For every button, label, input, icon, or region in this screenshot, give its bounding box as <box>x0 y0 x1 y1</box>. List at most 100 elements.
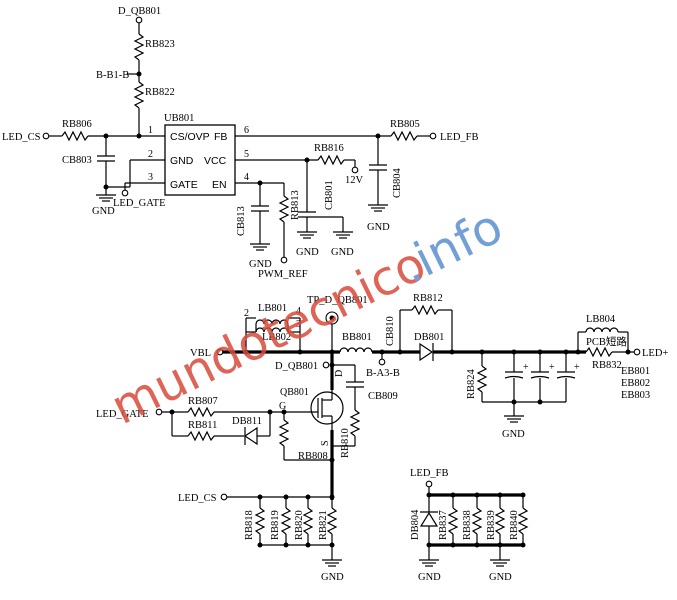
label-cb801: CB801 <box>324 180 335 210</box>
svg-text:4: 4 <box>296 306 301 317</box>
net-led-gate-small: LED_GATE <box>113 198 166 209</box>
label-lb801: LB801 <box>258 303 287 314</box>
label-qb801: QB801 <box>280 387 309 398</box>
label-pcb-short: PCB短路 <box>586 335 627 348</box>
resistor-rb810 <box>349 409 361 437</box>
net-gnd4: GND <box>367 222 390 233</box>
svg-text:2: 2 <box>244 308 249 319</box>
resistor-rb818 <box>254 507 266 535</box>
net-b-b1-b: B-B1-B <box>96 70 129 81</box>
net-led-plus: LED+ <box>642 348 668 359</box>
top-section: D_QB801 RB823 B-B1-B RB822 LED_CS RB806 … <box>2 6 479 280</box>
pin-name-gate: GATE <box>170 179 198 191</box>
mosfet-qb801 <box>310 391 344 425</box>
net-d-qb801-mid: D_QB801 <box>275 361 318 372</box>
label-rb807: RB807 <box>188 396 218 407</box>
terminal <box>378 358 386 366</box>
resistor-rb813 <box>278 195 290 223</box>
net-pwm-ref: PWM_REF <box>258 269 308 280</box>
svg-text:2: 2 <box>148 149 153 160</box>
terminal <box>42 132 50 140</box>
label-rb808: RB808 <box>298 451 328 462</box>
resistor-rb805 <box>390 130 418 142</box>
label-bb801: BB801 <box>342 332 372 343</box>
label-rb832: RB832 <box>592 360 622 371</box>
svg-text:6: 6 <box>244 125 249 136</box>
resistor-rb822 <box>133 81 145 109</box>
resistor-rb819 <box>280 507 292 535</box>
pin-name-vcc: VCC <box>204 155 227 167</box>
label-rb816: RB816 <box>314 143 344 154</box>
label-cb803: CB803 <box>62 155 92 166</box>
resistor-rb806 <box>61 130 89 142</box>
inductor-lb802 <box>255 327 289 333</box>
resistor-rb816 <box>317 154 345 166</box>
terminal <box>425 480 433 488</box>
resistor-rb807 <box>187 406 215 418</box>
label-lb804: LB804 <box>586 314 616 325</box>
label-rb818: RB818 <box>244 510 255 540</box>
watermark: mundotecnico .info <box>103 198 512 436</box>
label-eb803: EB803 <box>621 390 650 401</box>
svg-text:3: 3 <box>296 319 301 330</box>
bead-bb801 <box>339 347 373 353</box>
inductor-lb804 <box>585 327 619 333</box>
resistor-rb808 <box>278 419 290 447</box>
svg-text:3: 3 <box>148 172 153 183</box>
label-rb838: RB838 <box>462 510 473 540</box>
terminal <box>429 132 437 140</box>
resistor-rb811 <box>187 430 215 442</box>
label-rb806: RB806 <box>62 119 92 130</box>
diode-db804 <box>419 511 439 527</box>
terminal <box>135 16 143 24</box>
label-db801: DB801 <box>414 332 444 343</box>
label-rb821: RB821 <box>318 510 329 540</box>
label-rb810: RB810 <box>340 428 351 458</box>
watermark-suffix: .info <box>392 198 511 294</box>
terminal <box>216 348 224 356</box>
net-12v: 12V <box>345 175 364 186</box>
net-b-a3-b: B-A3-B <box>366 368 400 379</box>
terminal <box>633 348 641 356</box>
label-rb839: RB839 <box>486 510 497 540</box>
svg-text:4: 4 <box>244 172 249 183</box>
label-eb802: EB802 <box>621 378 650 389</box>
net-led-fb-top: LED_FB <box>440 132 479 143</box>
terminal <box>280 256 288 264</box>
terminal <box>220 493 228 501</box>
pin-name-gnd: GND <box>170 155 194 167</box>
label-cb813: CB813 <box>236 206 247 236</box>
inductor-lb801 <box>255 319 289 325</box>
resistor-rb832 <box>585 346 613 358</box>
label-rb805: RB805 <box>390 119 420 130</box>
label-rb822: RB822 <box>145 87 175 98</box>
net-led-gate: LED_GATE <box>96 409 149 420</box>
svg-text:5: 5 <box>244 149 249 160</box>
terminal <box>322 361 330 369</box>
resistor-rb824 <box>476 365 488 393</box>
resistor-rb840 <box>517 507 529 535</box>
diode-db811 <box>243 426 258 446</box>
net-gnd6: GND <box>321 572 344 583</box>
svg-text:D: D <box>334 370 345 377</box>
net-led-cs-bottom: LED_CS <box>178 493 217 504</box>
svg-text:G: G <box>279 401 286 412</box>
diode-db801 <box>419 342 434 362</box>
label-rb823: RB823 <box>145 39 175 50</box>
net-gnd2: GND <box>296 247 319 258</box>
label-rb840: RB840 <box>509 510 520 540</box>
label-rb813: RB813 <box>290 190 301 220</box>
label-rb820: RB820 <box>294 510 305 540</box>
label-rb819: RB819 <box>270 510 281 540</box>
svg-text:1: 1 <box>148 125 153 136</box>
terminal <box>351 166 359 174</box>
pin-name-fb: FB <box>214 131 227 143</box>
label-db811: DB811 <box>232 416 262 427</box>
label-db804: DB804 <box>410 509 421 540</box>
pin-name-cs-ovp: CS/OVP <box>170 131 210 143</box>
resistor-rb838 <box>471 507 483 535</box>
label-lb802: LB802 <box>262 332 291 343</box>
svg-text:S: S <box>320 440 331 446</box>
